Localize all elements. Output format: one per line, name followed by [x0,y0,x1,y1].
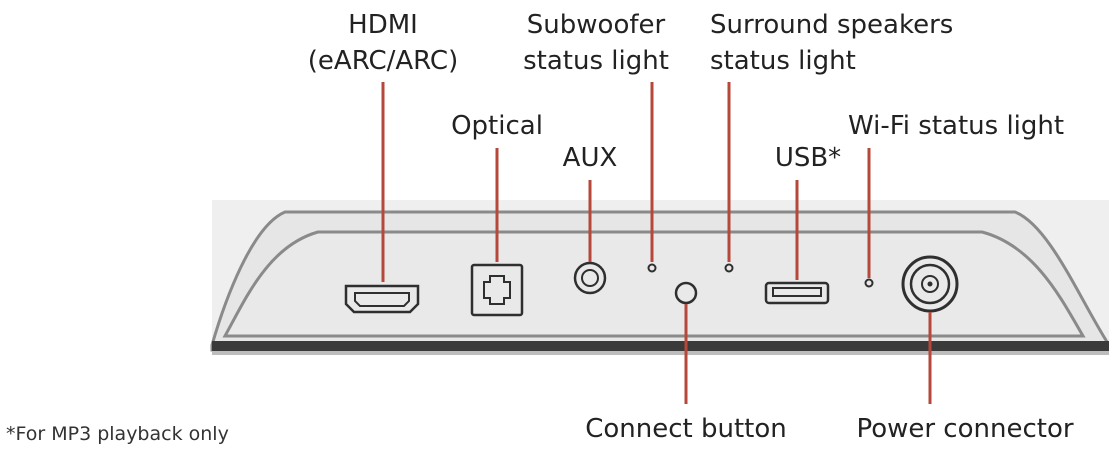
power-connector-icon [901,255,959,313]
optical-port-icon [470,263,524,317]
hdmi-port-icon [344,284,420,314]
base-shadow [212,351,1109,355]
surround-label-line2: status light [710,46,856,76]
subwoofer-label-line2: status light [523,46,669,76]
surround-label-line1: Surround speakers [710,10,953,40]
panel-inner-recess [222,230,1086,338]
base-bar [212,341,1109,351]
optical-label: Optical [451,111,543,141]
subwoofer-label-line1: Subwoofer [527,10,666,40]
hdmi-label-line2: (eARC/ARC) [308,46,458,76]
usb-port-icon [764,281,830,305]
subwoofer-status-light-icon [647,263,657,273]
aux-label: AUX [563,143,618,173]
wifi-status-light-icon [864,278,874,288]
connect-button-icon [674,281,698,305]
connect-button-label: Connect button [585,414,787,444]
wifi-label: Wi-Fi status light [848,111,1064,141]
footnote: *For MP3 playback only [6,423,229,445]
aux-port-icon [573,261,607,295]
power-connector-label: Power connector [856,414,1073,444]
surround-status-light-icon [724,263,734,273]
usb-label: USB* [775,143,841,173]
hdmi-label-line1: HDMI [348,10,418,40]
